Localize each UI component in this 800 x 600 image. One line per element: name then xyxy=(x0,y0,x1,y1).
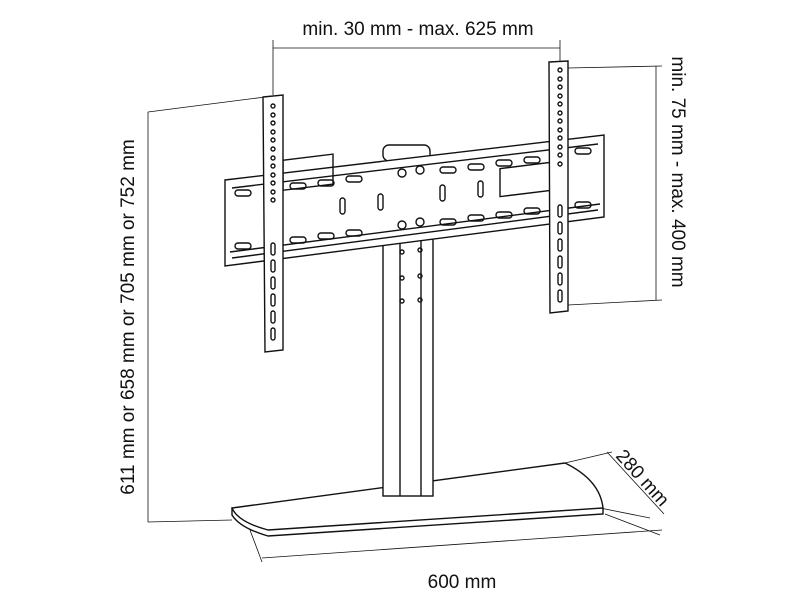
width-range-label: min. 30 mm - max. 625 mm xyxy=(302,19,533,40)
base-width-label: 600 mm xyxy=(428,572,497,593)
stand-column xyxy=(382,144,434,497)
left-vertical-arm xyxy=(262,94,284,353)
total-height-label: 611 mm or 658 mm or 705 mm or 752 mm xyxy=(118,139,139,494)
right-vertical-arm xyxy=(548,60,569,314)
base-depth-label: 280 mm xyxy=(611,446,673,511)
height-range-label: min. 75 mm - max. 400 mm xyxy=(667,56,688,287)
dimension-lines xyxy=(147,40,665,563)
